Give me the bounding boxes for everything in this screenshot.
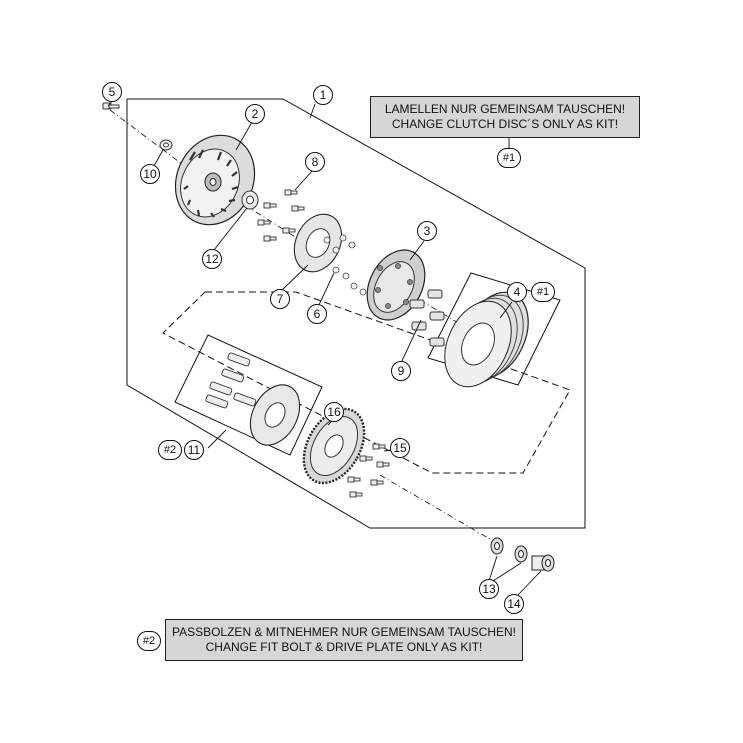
sleeve-part-14 [531,554,555,572]
callout-15: 15 [390,438,410,458]
screws-part-15 [347,443,390,498]
note-clutch-disc-kit: LAMELLEN NUR GEMEINSAM TAUSCHEN! CHANGE … [370,96,640,138]
callout-4-ref: #1 [531,282,555,302]
callout-1: 1 [313,85,333,105]
callout-7: 7 [270,289,290,309]
note-line-en: CHANGE FIT BOLT & DRIVE PLATE ONLY AS KI… [205,640,483,654]
note-line-de: PASSBOLZEN & MITNEHMER NUR GEMEINSAM TAU… [171,625,517,639]
callout-11: 11 [184,440,204,460]
clutch-basket-part-2 [174,134,256,226]
callout-5: 5 [102,82,122,102]
leader-lines [107,100,542,597]
callout-6: 6 [307,304,327,324]
gear-part-16 [302,407,366,485]
drive-plate-part-11 [249,384,301,446]
pressure-cap-part-3 [366,249,426,321]
pressure-ring-part-7 [293,213,343,273]
note-ref-2: #2 [137,631,161,651]
axis-lines [109,109,501,546]
callout-8: 8 [305,152,325,172]
washer-part-10 [159,139,173,151]
drive-plate-box [174,334,323,456]
callout-11-ref: #2 [158,440,182,460]
note-fit-bolt-kit: PASSBOLZEN & MITNEHMER NUR GEMEINSAM TAU… [165,619,523,661]
callout-13: 13 [479,579,499,599]
callout-2: 2 [245,104,265,124]
note-ref-1: #1 [497,148,521,168]
callout-14: 14 [504,594,524,614]
screws-part-8 [257,189,305,242]
callout-9: 9 [391,361,411,381]
fit-bolts-part-11 [205,352,257,409]
assembly-outline [126,98,586,529]
kit-outline-dashed [162,291,571,474]
note-line-en: CHANGE CLUTCH DISC´S ONLY AS KIT! [391,117,619,131]
note-line-de: LAMELLEN NUR GEMEINSAM TAUSCHEN! [384,102,626,116]
callout-10: 10 [140,164,160,184]
callout-3: 3 [417,221,437,241]
callout-4: 4 [507,282,527,302]
callout-16: 16 [324,402,344,422]
bushings-part-13 [490,537,528,563]
callout-12: 12 [202,249,222,269]
washer-part-12 [241,190,259,210]
balls-part-6 [323,234,367,296]
clutch-disc-pack-part-4 [444,291,529,388]
springs-part-9 [409,289,445,347]
bolt-part-5 [102,102,120,110]
